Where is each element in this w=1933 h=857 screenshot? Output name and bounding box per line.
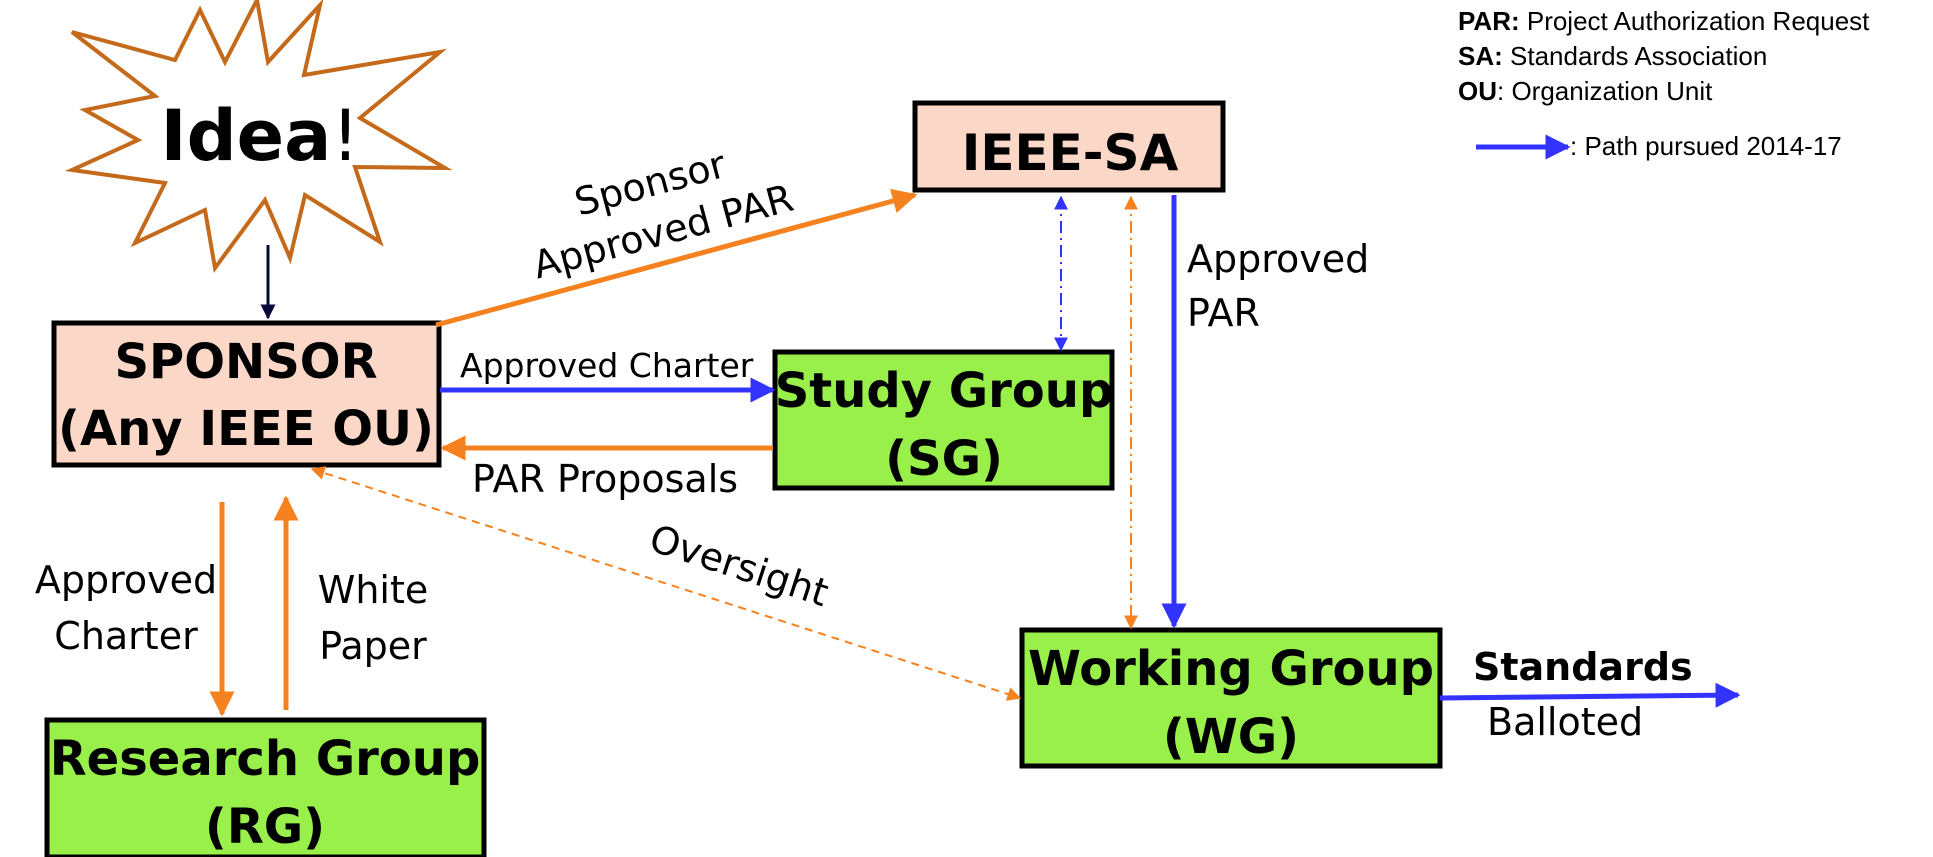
working-group-line1: Working Group xyxy=(1028,641,1434,697)
arrow-oversight xyxy=(310,466,1022,701)
label-balloted: Balloted xyxy=(1487,700,1643,744)
study-group-line2: (SG) xyxy=(885,431,1003,487)
label-approved-charter-sg: Approved Charter xyxy=(460,346,754,385)
node-working-group: Working Group (WG) xyxy=(1019,627,1443,769)
label-white-paper-line2: Paper xyxy=(319,624,427,668)
legend: PAR: Project Authorization Request SA: S… xyxy=(1458,6,1870,161)
ieee-sa-label: IEEE-SA xyxy=(962,124,1179,182)
ieee-sa-box xyxy=(912,100,1226,193)
legend-ou-abbr: OU xyxy=(1458,76,1497,106)
legend-sa-text: Standards Association xyxy=(1503,41,1768,71)
legend-par: PAR: Project Authorization Request xyxy=(1458,6,1870,36)
research-group-line2: (RG) xyxy=(205,799,325,855)
label-oversight: Oversight xyxy=(644,516,833,615)
sponsor-box xyxy=(51,320,442,468)
label-standards: Standards xyxy=(1473,645,1693,689)
study-group-line1: Study Group xyxy=(775,363,1114,419)
label-approved-par-line1: Approved xyxy=(1187,237,1369,281)
legend-par-abbr: PAR: xyxy=(1458,6,1520,36)
label-approved-charter-rg-line1: Approved xyxy=(35,558,217,602)
sponsor-line1: SPONSOR xyxy=(114,334,377,390)
legend-sa-abbr: SA: xyxy=(1458,41,1503,71)
idea-bang: ! xyxy=(331,95,359,177)
research-group-box xyxy=(44,717,487,857)
study-group-box xyxy=(772,349,1115,491)
legend-sa: SA: Standards Association xyxy=(1458,41,1767,71)
arrow-wg-standards xyxy=(1439,682,1741,708)
sponsor-line2: (Any IEEE OU) xyxy=(58,401,434,457)
idea-starburst: Idea! xyxy=(64,0,453,273)
legend-path: : Path pursued 2014-17 xyxy=(1570,131,1842,161)
arrow-sponsor-to-ieee-sa xyxy=(435,188,918,328)
label-approved-charter-rg-line2: Charter xyxy=(54,614,198,658)
idea-word: Idea xyxy=(161,95,332,177)
label-approved-par-line2: PAR xyxy=(1187,291,1260,335)
idea-text: Idea! xyxy=(161,95,360,177)
research-group-line1: Research Group xyxy=(50,731,481,787)
node-study-group: Study Group (SG) xyxy=(772,349,1115,491)
node-sponsor: SPONSOR (Any IEEE OU) xyxy=(51,320,442,468)
node-research-group: Research Group (RG) xyxy=(44,717,487,857)
label-white-paper-line1: White xyxy=(318,568,429,612)
working-group-line2: (WG) xyxy=(1163,709,1299,765)
node-ieee-sa: IEEE-SA xyxy=(912,100,1226,193)
legend-ou-text: : Organization Unit xyxy=(1497,76,1713,106)
legend-par-text: Project Authorization Request xyxy=(1520,6,1871,36)
legend-ou: OU: Organization Unit xyxy=(1458,76,1713,106)
starburst-shape xyxy=(64,0,453,273)
label-par-proposals: PAR Proposals xyxy=(472,457,738,501)
